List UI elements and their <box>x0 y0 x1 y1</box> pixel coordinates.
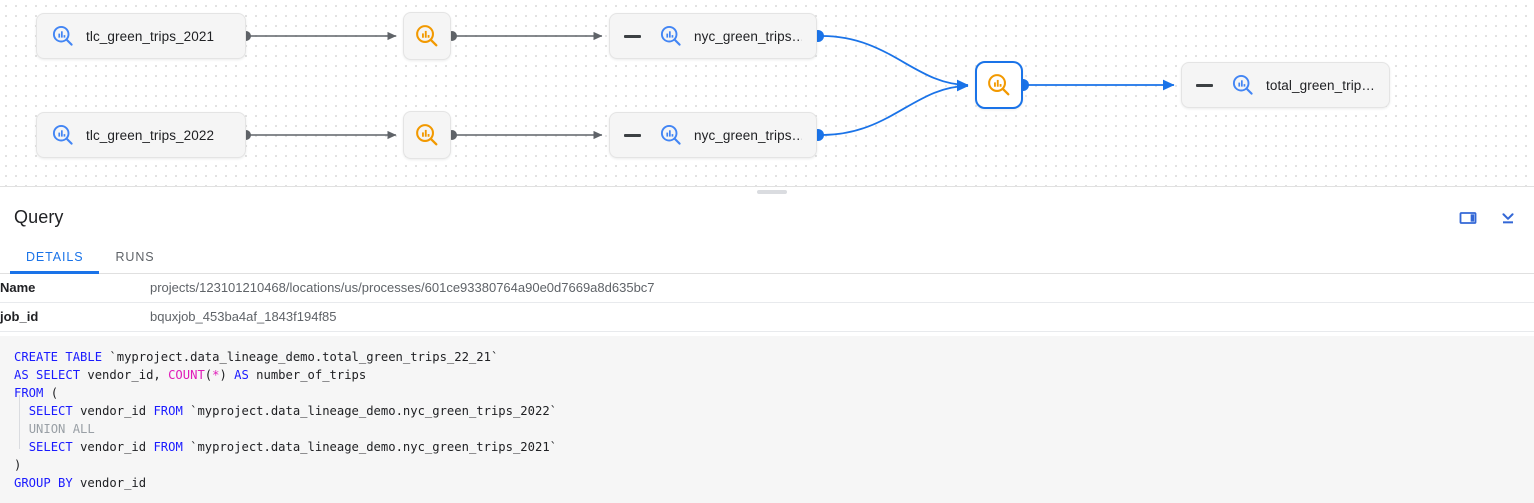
lineage-node-label: tlc_green_trips_2022 <box>86 127 215 143</box>
lineage-node-label: nyc_green_trips… <box>694 28 802 44</box>
lineage-node-label: nyc_green_trips… <box>694 127 802 143</box>
table-row: Name projects/123101210468/locations/us/… <box>0 274 1534 303</box>
bigquery-table-icon <box>51 123 75 147</box>
sql-indent-guide <box>19 395 20 449</box>
lineage-node-label: tlc_green_trips_2021 <box>86 28 215 44</box>
lineage-node-tlc-green-trips-2021[interactable]: tlc_green_trips_2021 <box>36 13 246 59</box>
details-table: Name projects/123101210468/locations/us/… <box>0 274 1534 332</box>
tab-details[interactable]: DETAILS <box>10 240 100 274</box>
bigquery-table-icon <box>659 24 683 48</box>
lineage-node-process-1[interactable] <box>403 12 451 60</box>
panel-actions <box>1454 204 1522 232</box>
split-panel-icon[interactable] <box>1454 204 1482 232</box>
lineage-node-tlc-green-trips-2022[interactable]: tlc_green_trips_2022 <box>36 112 246 158</box>
lineage-canvas[interactable]: tlc_green_trips_2021 <box>0 0 1534 186</box>
panel-title: Query <box>14 207 64 227</box>
panel-header: Query <box>0 195 1534 240</box>
edge-process1-to-nyc2021 <box>447 31 603 41</box>
lineage-node-process-2[interactable] <box>403 111 451 159</box>
bigquery-process-icon <box>414 122 440 148</box>
edge-nyc2021-to-join <box>812 30 969 91</box>
detail-value: bquxjob_453ba4af_1843f194f85 <box>150 309 337 324</box>
bigquery-process-icon <box>986 72 1012 98</box>
edge-nyc2022-to-join <box>812 80 969 141</box>
bigquery-process-icon <box>414 23 440 49</box>
lineage-node-label: total_green_trip… <box>1266 77 1375 93</box>
tab-runs[interactable]: RUNS <box>115 249 155 264</box>
sql-code-text: CREATE TABLE `myproject.data_lineage_dem… <box>14 350 557 490</box>
detail-key: Name <box>0 280 36 295</box>
edge-process2-to-nyc2022 <box>447 130 603 140</box>
panel-tabs: DETAILS RUNS <box>0 240 1534 274</box>
bigquery-table-icon <box>659 123 683 147</box>
edge-join-to-total <box>1017 79 1175 91</box>
bigquery-table-icon <box>1231 73 1255 97</box>
edge-tlc2021-to-process1 <box>241 31 397 41</box>
detail-key: job_id <box>0 309 39 324</box>
sql-code-block[interactable]: CREATE TABLE `myproject.data_lineage_dem… <box>0 336 1534 503</box>
lineage-node-total-green-trips[interactable]: total_green_trip… <box>1181 62 1390 108</box>
lineage-node-nyc-green-trips-2021[interactable]: nyc_green_trips… <box>609 13 817 59</box>
details-panel: Query DETAILS RUNS <box>0 195 1534 503</box>
lineage-node-process-selected[interactable] <box>975 61 1023 109</box>
panel-resize-handle[interactable] <box>757 190 787 194</box>
collapse-node-icon[interactable] <box>1196 83 1213 87</box>
detail-value: projects/123101210468/locations/us/proce… <box>150 280 655 295</box>
table-row: job_id bquxjob_453ba4af_1843f194f85 <box>0 303 1534 332</box>
collapse-down-icon[interactable] <box>1494 204 1522 232</box>
lineage-node-nyc-green-trips-2022[interactable]: nyc_green_trips… <box>609 112 817 158</box>
bigquery-table-icon <box>51 24 75 48</box>
edge-tlc2022-to-process2 <box>241 130 397 140</box>
collapse-node-icon[interactable] <box>624 133 641 137</box>
collapse-node-icon[interactable] <box>624 34 641 38</box>
